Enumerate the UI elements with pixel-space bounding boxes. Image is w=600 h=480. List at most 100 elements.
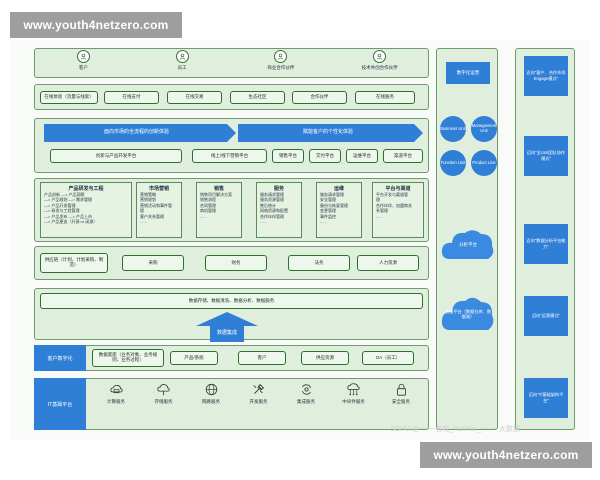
- stakeholder-label: 员工: [177, 65, 187, 70]
- column-line: 合同管理: [200, 202, 216, 208]
- column-line: 事件监控: [320, 213, 336, 219]
- column-line: 变更管理: [320, 208, 336, 214]
- column-line: —> 产品开发管理: [44, 202, 76, 208]
- management-unit-circle: Management Unit: [471, 116, 497, 142]
- column-line: —> 产品规划 —> 需求管理: [44, 197, 93, 203]
- platform-channel: 渠道平台: [383, 149, 423, 163]
- channel-online-service: 在线服务: [355, 91, 415, 104]
- column-line: 备份与恢复管理: [320, 202, 348, 208]
- channel-online-payment: 在线支付: [104, 91, 159, 104]
- column-title: 服务: [273, 186, 284, 192]
- channel-online-trade: 在线交易: [167, 91, 222, 104]
- cd-data-foundation: 数据底座（业务对象、业务规则、业务过程）: [92, 349, 164, 367]
- platform-ops: 运维平台: [346, 149, 378, 163]
- network-icon: [205, 383, 217, 396]
- it-service-dev: 开发服务: [239, 383, 279, 427]
- column-line: —> 产品发布 —> 产品上市: [44, 213, 93, 219]
- column-line: ......: [140, 218, 147, 224]
- cd-product-system: 产品/系统: [170, 351, 218, 365]
- data-platform-cloud-icon: [441, 297, 494, 330]
- column-line: 服务请求管理: [260, 192, 284, 197]
- column-sales: 销售 销售项目解决方案 销售流程 合同管理 商机管理 ......: [196, 182, 242, 238]
- support-legal: 法务: [288, 255, 350, 271]
- platform-innovation: 创新与产品开发平台: [50, 149, 182, 163]
- it-service-label: 存储服务: [154, 399, 173, 404]
- it-services-row: 计算服务 存储服务 网路服务 开发服务 集成服务 中间件服务 安全服务: [96, 383, 421, 427]
- user-icon: [175, 50, 189, 63]
- user-icon: [76, 50, 90, 63]
- stakeholder-employee: 员工: [152, 50, 212, 78]
- column-line: 网络资源和配置: [260, 208, 288, 214]
- cd-supply-resource: 供应资源: [301, 351, 349, 365]
- column-title: 平台与渠道: [385, 186, 411, 192]
- it-platform-panel: [34, 378, 429, 430]
- platform-delivery: 交付平台: [309, 149, 341, 163]
- column-line: 客户关系管理: [140, 213, 164, 219]
- column-title: 产品研发与工程: [68, 186, 104, 192]
- column-line: ......: [200, 213, 207, 219]
- experience-arrows: [44, 124, 423, 142]
- security-icon: [396, 383, 406, 396]
- column-line: 售后统计: [260, 202, 276, 208]
- column-line: 销售项目解决方案: [200, 192, 232, 197]
- it-service-integration: 集成服务: [286, 383, 326, 427]
- column-service: 服务 服务请求管理 服务资源管理 售后统计 网络资源和配置 合作伙伴管理 ...…: [256, 182, 302, 238]
- it-service-storage: 存储服务: [144, 383, 184, 427]
- column-title: 销售: [213, 186, 224, 192]
- column-line: ......: [260, 218, 267, 224]
- it-service-middleware: 中间件服务: [334, 383, 374, 427]
- data-service-bar: 数据存储、数据清洗、数据分析、数据服务: [40, 293, 423, 309]
- watermark-bottom: www.youth4netzero.com: [420, 442, 592, 468]
- middleware-icon: [347, 383, 360, 396]
- transform-unit-collab: 迈向"全Unit团队协作模式": [524, 136, 568, 176]
- it-service-label: 开发服务: [249, 399, 268, 404]
- support-hr: 人力资源: [357, 255, 419, 271]
- storage-icon: [157, 384, 170, 396]
- column-line: 系管理: [376, 208, 388, 214]
- column-rd: 产品研发与工程 产品创新 —> 产品洞察 —> 产品规划 —> 需求管理 —> …: [40, 182, 132, 238]
- stakeholder-business-partner: 商业合作伙伴: [251, 50, 311, 78]
- analytics-cloud-label: 分析平台: [459, 242, 477, 247]
- platform-marketing: 线上/线下营销平台: [192, 149, 267, 163]
- it-service-security: 安全服务: [381, 383, 421, 427]
- support-procurement: 采购: [122, 255, 184, 271]
- stakeholder-row: 客户 员工 商业合作伙伴 技术共创合作伙伴: [34, 50, 429, 78]
- customer-digital-label: 客户数字化: [34, 345, 86, 371]
- transform-it-infra: 迈向"IT基础架构平台": [524, 378, 568, 418]
- column-line: 营销规划: [140, 197, 156, 203]
- transform-analytics: 迈向"数据分析平台能力": [524, 224, 568, 264]
- column-line: 商机管理: [200, 208, 216, 214]
- column-line: 营销活动和事件管: [140, 202, 172, 208]
- integration-icon: [301, 384, 311, 395]
- column-line: —> 产品更迭（开源 or 闭源）: [44, 218, 98, 224]
- integration-label: 数据集成: [216, 330, 237, 336]
- it-service-label: 中间件服务: [342, 399, 365, 404]
- column-line: 产品创新 —> 产品洞察: [44, 192, 85, 197]
- stakeholder-label: 客户: [78, 65, 88, 70]
- channel-eco-community: 生态社区: [230, 91, 285, 104]
- digital-ops-label: 数字化运营: [446, 62, 490, 84]
- compute-icon: [109, 384, 123, 394]
- data-platform-cloud-label: 数据平台（数据仓库、数据湖）: [444, 309, 492, 320]
- column-line: 合作伙伴、加盟商关: [376, 202, 412, 208]
- arrow-left-shape: [44, 124, 236, 142]
- column-line: 销售流程: [200, 197, 216, 203]
- arrow-right-label: 赋能客户的个性化体验: [302, 129, 353, 135]
- it-service-label: 网路服务: [202, 399, 220, 404]
- transform-operations: 迈向"运营模式": [524, 296, 568, 336]
- integration-arrow-icon: [196, 312, 258, 342]
- column-line: ......: [320, 218, 327, 224]
- column-title: 运维: [333, 186, 344, 192]
- column-line: 理: [140, 208, 144, 214]
- arrow-right-shape: [238, 124, 423, 142]
- channel-partners: 合作伙伴: [292, 91, 347, 104]
- column-line: 营销策略: [140, 192, 156, 197]
- column-line: 安全管理: [320, 197, 336, 203]
- analytics-cloud-icon: [441, 230, 494, 259]
- cd-oa: OA（员工）: [362, 351, 414, 365]
- platform-sales: 销售平台: [272, 149, 304, 163]
- stakeholder-tech-partner: 技术共创合作伙伴: [350, 50, 410, 78]
- business-unit-circle: Business Unit: [440, 116, 466, 142]
- watermark-top: www.youth4netzero.com: [10, 12, 182, 38]
- column-line: 合作伙伴管理: [260, 213, 284, 219]
